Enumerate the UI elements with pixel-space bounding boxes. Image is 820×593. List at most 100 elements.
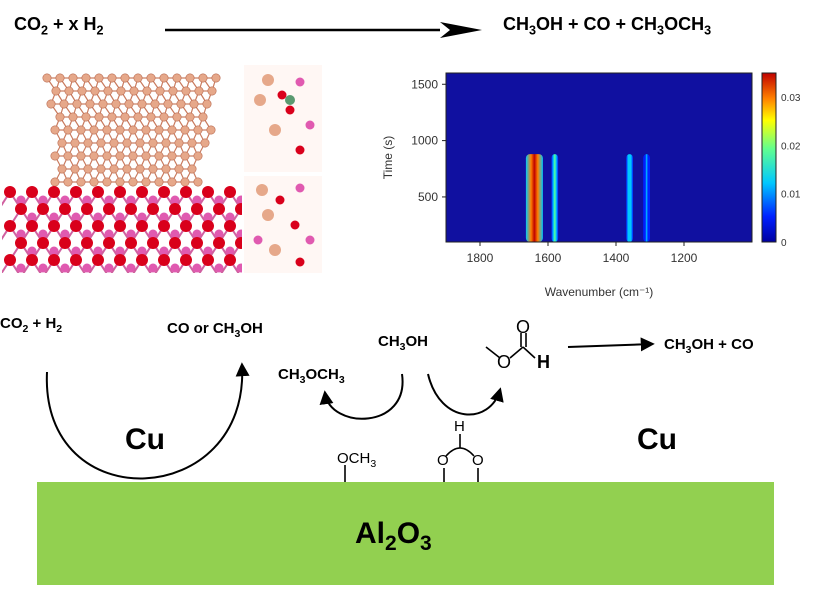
substrate-label: Al2O3 xyxy=(355,517,432,555)
al-atom xyxy=(115,212,125,222)
inset-atom xyxy=(253,235,263,245)
cu-reaction-arrow xyxy=(45,362,250,480)
surface-formate-o-right: O xyxy=(472,452,484,469)
top-reaction-arrow xyxy=(165,22,482,38)
o-atom xyxy=(70,254,82,266)
o-atom xyxy=(191,203,203,215)
cu-atom xyxy=(103,86,113,96)
al-atom xyxy=(60,263,70,273)
o-atom xyxy=(202,220,214,232)
cu-atom xyxy=(167,177,177,187)
cu-atom xyxy=(141,151,151,161)
o-atom xyxy=(37,203,49,215)
colorbar xyxy=(761,72,777,243)
cu-atom xyxy=(189,99,199,109)
cu-atom xyxy=(46,99,56,109)
o-atom xyxy=(158,254,170,266)
cu-atom xyxy=(174,138,184,148)
o-atom xyxy=(136,186,148,198)
o-atom xyxy=(26,220,38,232)
al-atom xyxy=(236,263,242,273)
heatmap-background xyxy=(446,73,752,242)
x-axis-label: Wavenumber (cm⁻¹) xyxy=(545,285,654,299)
al-atom xyxy=(126,263,136,273)
colorbar-tick-label: 0 xyxy=(781,238,787,249)
o-atom xyxy=(48,254,60,266)
cu-atom xyxy=(76,125,86,135)
al-atom xyxy=(170,263,180,273)
o-atom xyxy=(4,220,16,232)
cu-atom xyxy=(146,112,156,122)
al-atom xyxy=(16,195,26,205)
dme-label: CH3OCH3 xyxy=(278,366,345,386)
cu-atom xyxy=(176,99,186,109)
inset-atom xyxy=(295,257,305,267)
al-atom xyxy=(16,263,26,273)
al-atom xyxy=(225,212,235,222)
surface-formate-h: H xyxy=(454,418,465,435)
o-atom xyxy=(4,186,16,198)
al-atom xyxy=(214,229,224,239)
cu-atom xyxy=(135,138,145,148)
cu-atom xyxy=(128,177,138,187)
al-atom xyxy=(104,263,114,273)
cu-atom xyxy=(81,112,91,122)
inset-atom xyxy=(290,220,300,230)
cu-atom xyxy=(57,138,67,148)
o-atom xyxy=(70,220,82,232)
al-atom xyxy=(104,229,114,239)
al2o3-substrate xyxy=(37,482,774,585)
cu-atom xyxy=(120,73,130,83)
cu-atom xyxy=(128,125,138,135)
adsorbate-inset-top xyxy=(244,65,322,172)
cu-atom xyxy=(187,138,197,148)
al-atom xyxy=(181,246,191,256)
x-tick-label: 1600 xyxy=(535,251,562,265)
cu-atom xyxy=(64,86,74,96)
cu-atom xyxy=(63,125,73,135)
o-atom xyxy=(169,237,181,249)
o-atom xyxy=(70,186,82,198)
cu-atom xyxy=(55,112,65,122)
al-atom xyxy=(60,229,70,239)
formate-h-label: H xyxy=(537,352,550,372)
surface-formate-o-left: O xyxy=(437,452,449,469)
cu-atom xyxy=(109,138,119,148)
plot-frame xyxy=(445,72,753,243)
inset-atom xyxy=(262,74,274,86)
o-atom xyxy=(158,220,170,232)
inset-atom xyxy=(269,244,281,256)
cu-atom xyxy=(150,99,160,109)
o-atom xyxy=(136,220,148,232)
cu-atom xyxy=(98,99,108,109)
cu-atom xyxy=(83,164,93,174)
cu-atom xyxy=(124,99,134,109)
cu-atom xyxy=(187,164,197,174)
cu-atom xyxy=(89,151,99,161)
top-reactants: CO2 + x H2 xyxy=(14,14,104,38)
al-atom xyxy=(82,263,92,273)
y-axis-label: Time (s) xyxy=(381,136,395,180)
cu-atom xyxy=(107,112,117,122)
cu-atom xyxy=(161,164,171,174)
cu-atom xyxy=(120,112,130,122)
o-atom xyxy=(48,186,60,198)
inset-atom xyxy=(295,145,305,155)
o-atom xyxy=(147,237,159,249)
o-atom xyxy=(15,203,27,215)
cu-atom xyxy=(180,151,190,161)
right-product-label: CH3OH + CO xyxy=(664,336,754,356)
cu-atom xyxy=(154,177,164,187)
o-atom xyxy=(48,220,60,232)
cu-atom xyxy=(50,151,60,161)
o-atom xyxy=(224,220,236,232)
left-product-label: CO or CH3OH xyxy=(167,320,263,340)
cu-atom xyxy=(181,86,191,96)
cu-atom xyxy=(193,125,203,135)
adsorbate-inset-bottom xyxy=(244,176,322,273)
cu-cluster-model xyxy=(2,73,242,273)
colorbar-tick-label: 0.03 xyxy=(781,93,801,104)
cu-atom xyxy=(72,99,82,109)
o-atom xyxy=(202,186,214,198)
